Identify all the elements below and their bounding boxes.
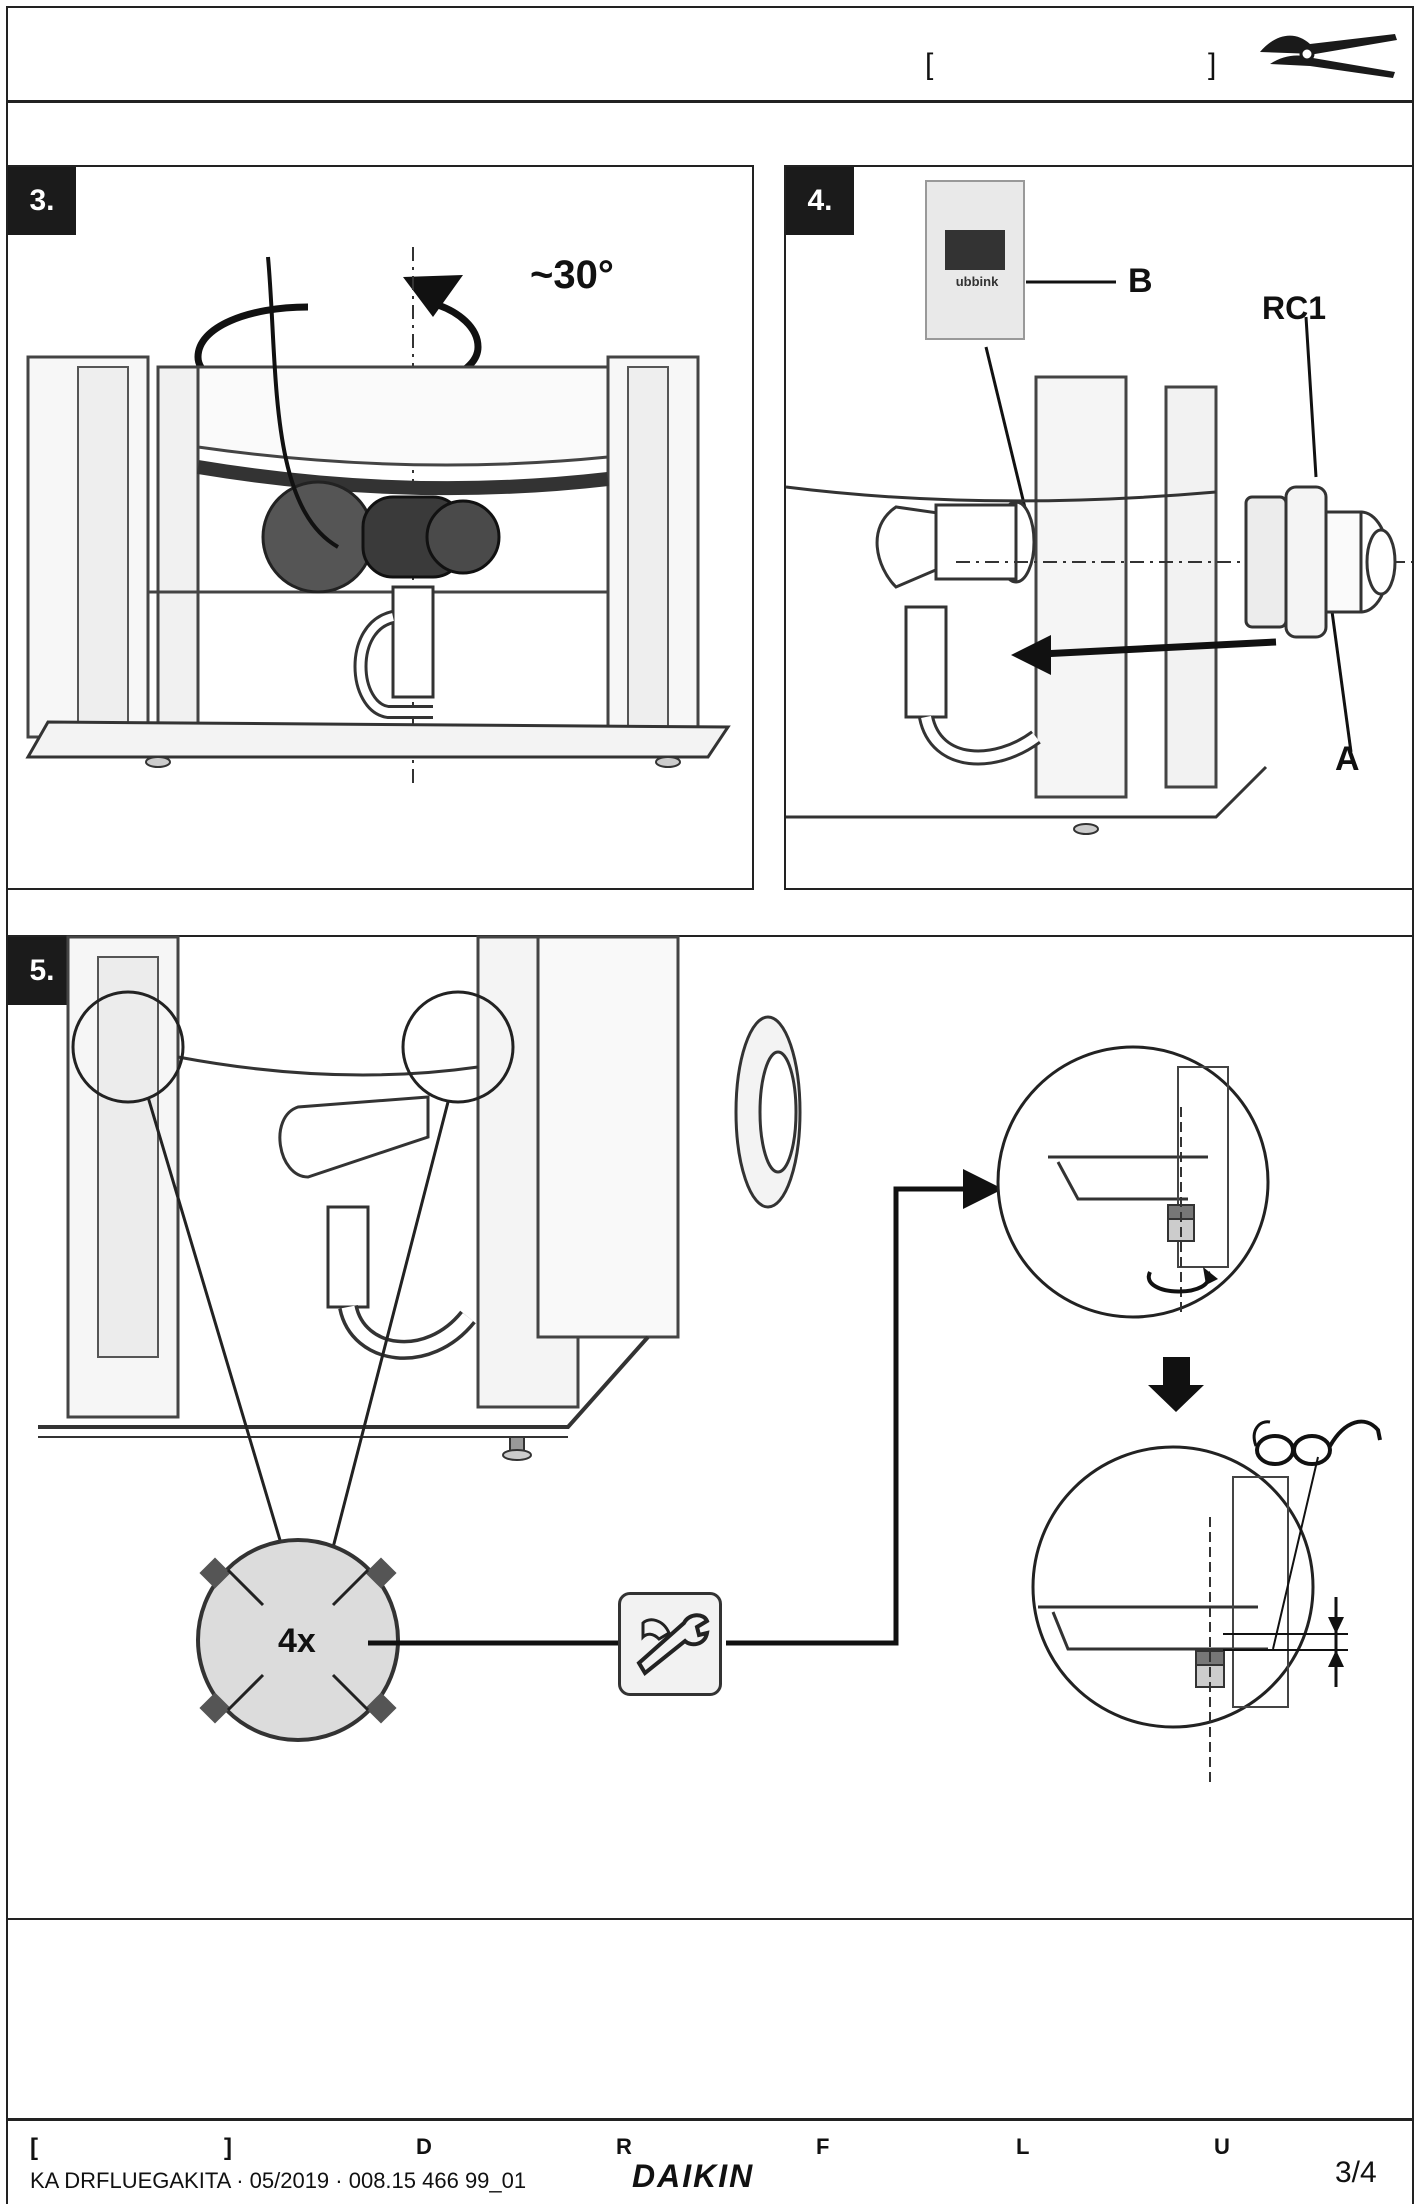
step-3-illustration xyxy=(25,247,731,787)
bottom-band-divider xyxy=(6,2118,1414,2121)
footer-doc-ref: KA DRFLUEGAKITA · 05/2019 · 008.15 466 9… xyxy=(30,2168,527,2193)
footer-lang-u: U xyxy=(1214,2134,1230,2159)
footer-lang-l: L xyxy=(1016,2134,1030,2159)
wrench-hand-icon xyxy=(618,1592,722,1696)
header-bracket-close: ] xyxy=(1208,48,1217,81)
label-a: A xyxy=(1335,740,1360,778)
count-label: 4x xyxy=(278,1622,316,1660)
packet-brand: ubbink xyxy=(955,274,999,289)
page-number: 3/4 xyxy=(1335,2156,1377,2189)
packet-logo xyxy=(945,230,1005,270)
footer-lang-d: D xyxy=(416,2134,432,2159)
step-3-panel xyxy=(6,165,754,890)
lubricant-packet: ubbink xyxy=(925,180,1025,340)
header-divider xyxy=(6,100,1414,103)
rotation-label: ~30° xyxy=(530,253,614,297)
label-rc1: RC1 xyxy=(1262,290,1327,326)
step-4-panel xyxy=(784,165,1414,890)
footer-lang-f: F xyxy=(816,2134,830,2159)
header-bracket-open: [ xyxy=(925,48,934,81)
wrench-glyph xyxy=(636,1613,710,1676)
step-3-badge: 3. xyxy=(8,167,76,235)
label-b: B xyxy=(1128,262,1153,300)
step-5-panel xyxy=(6,935,1414,1920)
footer-lang-r: R xyxy=(616,2134,632,2159)
daikin-logo: DAIKIN xyxy=(632,2158,755,2194)
safety-glasses-icon xyxy=(1252,1419,1382,1466)
footer-bracket-open: [ xyxy=(30,2134,38,2161)
step-5-badge: 5. xyxy=(8,937,76,1005)
step-5-illustration xyxy=(38,935,1348,1787)
step-4-badge: 4. xyxy=(786,167,854,235)
footer-bracket-close: ] xyxy=(224,2134,232,2161)
pliers-icon xyxy=(1260,34,1397,78)
step-4-illustration xyxy=(785,280,1412,835)
